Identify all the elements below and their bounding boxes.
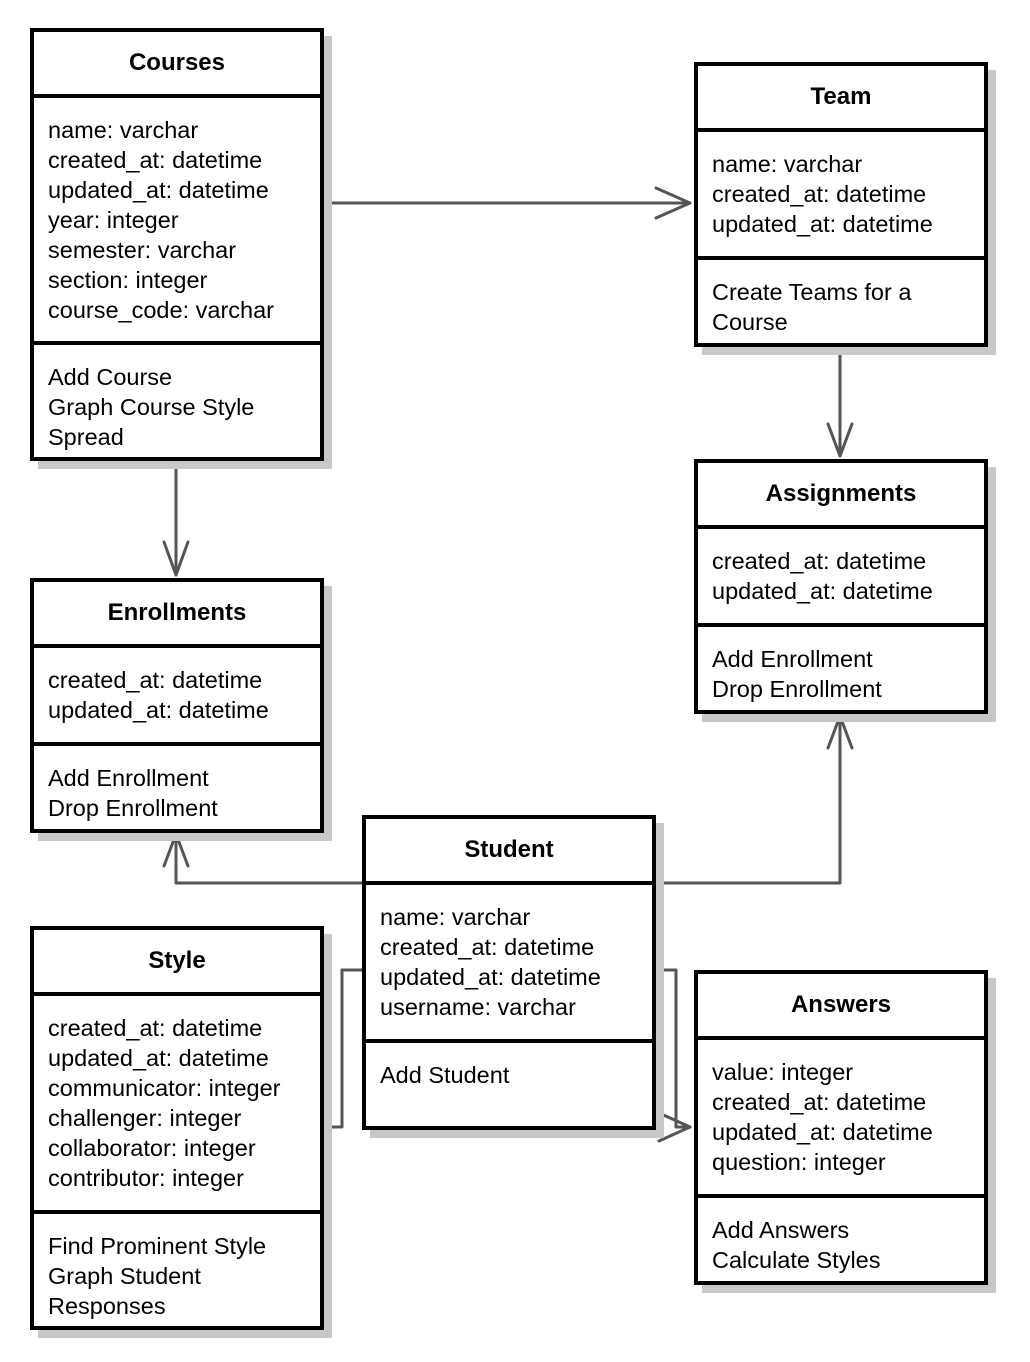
attribute: question: integer <box>712 1149 886 1175</box>
operation: Drop Enrollment <box>48 795 218 821</box>
attributes-section-student: name: varchar created_at: datetime updat… <box>366 885 652 1039</box>
attribute: updated_at: datetime <box>48 1045 269 1071</box>
attribute: updated_at: datetime <box>380 964 601 990</box>
attribute: section: integer <box>48 267 208 293</box>
operation: Add Enrollment <box>48 765 209 791</box>
attributes-section-courses: name: varchar created_at: datetime updat… <box>34 98 320 341</box>
attributes-section-answers: value: integer created_at: datetime upda… <box>698 1040 984 1194</box>
association-team-assignments <box>826 343 854 458</box>
association-student-enrollments <box>162 832 364 885</box>
attribute: username: varchar <box>380 994 576 1020</box>
association-student-assignments <box>651 714 854 885</box>
attribute: updated_at: datetime <box>48 177 269 203</box>
operations-section-team: Create Teams for a Course <box>698 256 984 337</box>
attribute: updated_at: datetime <box>712 211 933 237</box>
attribute: created_at: datetime <box>48 147 263 173</box>
association-student-answers <box>651 968 692 1143</box>
class-name-student: Student <box>366 819 652 885</box>
attribute: collaborator: integer <box>48 1135 256 1161</box>
class-box-student[interactable]: Student name: varchar created_at: dateti… <box>362 815 656 1130</box>
class-name-team: Team <box>698 66 984 132</box>
attribute: value: integer <box>712 1059 854 1085</box>
class-name-style: Style <box>34 930 320 996</box>
operations-section-enrollments: Add Enrollment Drop Enrollment <box>34 742 320 823</box>
operation: Add Course <box>48 364 173 390</box>
association-courses-enrollments <box>162 457 190 577</box>
class-box-answers[interactable]: Answers value: integer created_at: datet… <box>694 970 988 1285</box>
attribute: updated_at: datetime <box>712 578 933 604</box>
attribute: semester: varchar <box>48 237 237 263</box>
operations-section-assignments: Add Enrollment Drop Enrollment <box>698 623 984 704</box>
attribute: created_at: datetime <box>712 1089 927 1115</box>
attribute: course_code: varchar <box>48 297 274 323</box>
operation: Drop Enrollment <box>712 676 882 702</box>
attribute: updated_at: datetime <box>48 697 269 723</box>
operation: Add Answers <box>712 1217 850 1243</box>
operation: Add Student <box>380 1062 510 1088</box>
attributes-section-assignments: created_at: datetime updated_at: datetim… <box>698 529 984 623</box>
operations-section-style: Find Prominent Style Graph Student Respo… <box>34 1210 320 1321</box>
attribute: communicator: integer <box>48 1075 281 1101</box>
operation: Calculate Styles <box>712 1247 881 1273</box>
operation: Create Teams for a <box>712 279 912 305</box>
attribute: created_at: datetime <box>712 181 927 207</box>
class-name-courses: Courses <box>34 32 320 98</box>
operation: Spread <box>48 424 124 450</box>
class-box-assignments[interactable]: Assignments created_at: datetime updated… <box>694 459 988 714</box>
class-box-enrollments[interactable]: Enrollments created_at: datetime updated… <box>30 578 324 833</box>
attribute: updated_at: datetime <box>712 1119 933 1145</box>
association-student-style <box>320 968 364 1129</box>
class-name-enrollments: Enrollments <box>34 582 320 648</box>
attributes-section-style: created_at: datetime updated_at: datetim… <box>34 996 320 1210</box>
association-courses-team <box>320 186 692 220</box>
operations-section-answers: Add Answers Calculate Styles <box>698 1194 984 1275</box>
attribute: name: varchar <box>48 117 199 143</box>
operation: Graph Student <box>48 1263 201 1289</box>
attribute: challenger: integer <box>48 1105 242 1131</box>
attribute: name: varchar <box>712 151 863 177</box>
class-box-team[interactable]: Team name: varchar created_at: datetime … <box>694 62 988 347</box>
attributes-section-team: name: varchar created_at: datetime updat… <box>698 132 984 256</box>
attribute: created_at: datetime <box>48 1015 263 1041</box>
operation: Responses <box>48 1293 166 1319</box>
attribute: name: varchar <box>380 904 531 930</box>
attributes-section-enrollments: created_at: datetime updated_at: datetim… <box>34 648 320 742</box>
attribute: created_at: datetime <box>48 667 263 693</box>
operation: Course <box>712 309 788 335</box>
class-name-answers: Answers <box>698 974 984 1040</box>
attribute: year: integer <box>48 207 179 233</box>
operation: Add Enrollment <box>712 646 873 672</box>
attribute: created_at: datetime <box>380 934 595 960</box>
operation: Graph Course Style <box>48 394 255 420</box>
operation: Find Prominent Style <box>48 1233 267 1259</box>
class-name-assignments: Assignments <box>698 463 984 529</box>
attribute: contributor: integer <box>48 1165 244 1191</box>
operations-section-student: Add Student <box>366 1039 652 1090</box>
class-box-style[interactable]: Style created_at: datetime updated_at: d… <box>30 926 324 1330</box>
operations-section-courses: Add Course Graph Course Style Spread <box>34 341 320 452</box>
class-box-courses[interactable]: Courses name: varchar created_at: dateti… <box>30 28 324 461</box>
attribute: created_at: datetime <box>712 548 927 574</box>
